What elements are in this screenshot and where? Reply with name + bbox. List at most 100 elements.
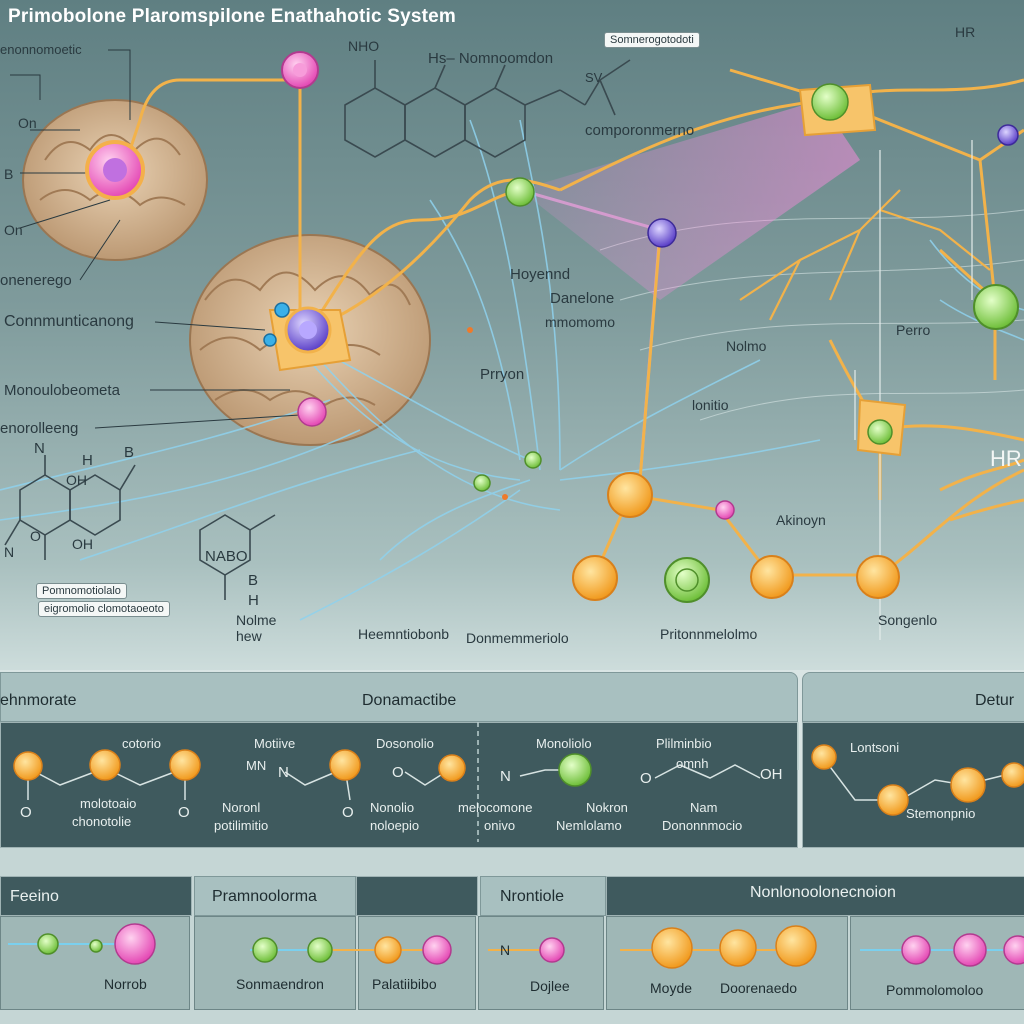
p1-nokron: Nokron — [586, 800, 628, 815]
p2-moyde: Moyde — [650, 980, 693, 996]
panel-1-header-right — [802, 672, 1024, 722]
diagram-title: Primobolone Plaromspilone Enathahotic Sy… — [8, 6, 456, 27]
panel-1-title-mid: Donamactibe — [362, 692, 457, 709]
p1-molotoaio: molotoaio — [80, 796, 137, 811]
p1-nemlolamo: Nemlolamo — [556, 818, 622, 833]
p2-box-3 — [358, 916, 476, 1010]
p2-doorenaedo: Doorenaedo — [720, 980, 798, 996]
p1-noloepio: noloepio — [370, 818, 420, 833]
label-perro: Perro — [896, 322, 931, 338]
p2-box-2 — [194, 916, 356, 1010]
label-onenerego: onenerego — [0, 272, 72, 289]
panel-2-head-4 — [606, 876, 1024, 916]
p1-lontsoni: Lontsoni — [850, 740, 900, 755]
p2-norrob: Norrob — [104, 976, 147, 992]
label-somnerogotodoti: Somnerogotodoti — [604, 32, 700, 48]
panel-1-header — [0, 672, 798, 722]
p1-oh: OH — [760, 766, 783, 783]
label-h-struct: H — [82, 452, 93, 469]
panel-2-head-1 — [0, 876, 192, 916]
label-danelone: Danelone — [550, 290, 615, 307]
label-b-struct: B — [124, 444, 135, 461]
p1-o-5: O — [640, 770, 652, 787]
p2-dojlee: Dojlee — [530, 978, 570, 994]
p1-chonotolie: chonotolie — [72, 814, 132, 829]
label-akinoyn: Akinoyn — [776, 512, 826, 528]
p1-o-4: O — [392, 764, 404, 781]
panel-1-title-right: Detur — [975, 692, 1015, 709]
label-on-2: On — [4, 222, 23, 238]
p1-omnh: omnh — [676, 756, 709, 771]
p1-onivo: onivo — [484, 818, 516, 833]
label-n-struct: N — [34, 440, 45, 457]
p1-potilimitio: potilimitio — [214, 818, 269, 833]
p1-dosonolio: Dosonolio — [376, 736, 434, 751]
p1-cotorio: cotorio — [122, 736, 162, 751]
label-oh-2: OH — [72, 536, 93, 552]
p2-pramnoolorma: Pramnoolorma — [212, 888, 317, 905]
label-nolme: Nolme — [236, 612, 277, 628]
p1-noronl: Noronl — [222, 800, 261, 815]
p2-sonmaendron: Sonmaendron — [236, 976, 324, 992]
label-songenlo: Songenlo — [878, 612, 938, 628]
label-nabo: NABO — [205, 548, 248, 565]
panel-1-body-right — [802, 722, 1024, 848]
p1-plilminbio: Plilminbio — [656, 736, 712, 751]
cell-nodes — [85, 51, 1019, 603]
label-pritonnmelolmo: Pritonnmelolmo — [660, 626, 758, 642]
p2-box-1 — [0, 916, 190, 1010]
label-h-2: H — [248, 592, 259, 609]
label-hoyennd: Hoyennd — [510, 266, 571, 283]
label-lonitio: lonitio — [692, 397, 729, 413]
p1-dononnmocio: Dononnmocio — [662, 818, 743, 833]
label-sv: SV — [585, 70, 603, 85]
label-oh-1: OH — [66, 472, 87, 488]
p1-nam: Nam — [690, 800, 718, 815]
label-donmemmeriolo: Donmemmeriolo — [466, 630, 569, 646]
p1-melocomone: melocomone — [458, 800, 533, 815]
p2-palatiibibo: Palatiibibo — [372, 976, 437, 992]
p2-pommolomoloo: Pommolomoloo — [886, 982, 984, 998]
label-b: B — [4, 166, 14, 182]
p1-stemonpnio: Stemonpnio — [906, 806, 976, 821]
p1-n-2: N — [278, 764, 289, 781]
label-on-1: On — [18, 115, 37, 131]
label-monoulobeometa: Monoulobeometa — [4, 382, 120, 399]
p1-monoliolo: Monoliolo — [536, 736, 592, 751]
label-n-struct-2: N — [4, 544, 15, 560]
label-hs-nomnoomdon: Hs– Nomnoomdon — [428, 50, 554, 67]
label-hr-top: HR — [955, 24, 976, 40]
p1-motiive: Motiive — [254, 736, 296, 751]
p2-nonlonool: Nonlonoolonecnoion — [750, 884, 896, 901]
panel-2-head-3 — [480, 876, 606, 916]
panel-2-head-2 — [194, 876, 356, 916]
label-connmunticanong: Connmunticanong — [4, 313, 134, 330]
label-mmomomo: mmomomo — [545, 314, 616, 330]
label-heemntiobonb: Heemntiobonb — [358, 626, 450, 642]
label-nho: NHO — [348, 38, 380, 54]
p2-feeino: Feeino — [10, 888, 59, 905]
label-eigromolio: eigromolio clomotaoeoto — [38, 601, 170, 617]
label-enonnomoetic: enonnomoetic — [0, 42, 82, 57]
panel-1-body — [0, 722, 798, 848]
p1-o-2: O — [178, 804, 190, 821]
panel-2-head-gap — [356, 876, 478, 916]
p2-box-4 — [478, 916, 604, 1010]
p2-nrontiole: Nrontiole — [500, 888, 565, 905]
p1-mn: MN — [246, 758, 267, 773]
panel-1-title-left: ehnmorate — [0, 692, 77, 709]
label-enorolleeng: enorolleeng — [0, 420, 79, 437]
p1-n-1: N — [500, 768, 511, 785]
label-pomnomotiolalo: Pomnomotiolalo — [36, 583, 127, 599]
p1-o-3: O — [342, 804, 354, 821]
p2-box-6 — [850, 916, 1024, 1010]
label-nolmo: Nolmo — [726, 338, 767, 354]
label-hr-right: HR — [990, 446, 1022, 471]
p2-n: N — [500, 942, 511, 958]
label-prryon: Prryon — [480, 366, 525, 383]
label-comporonmerno: comporonmerno — [585, 122, 695, 139]
